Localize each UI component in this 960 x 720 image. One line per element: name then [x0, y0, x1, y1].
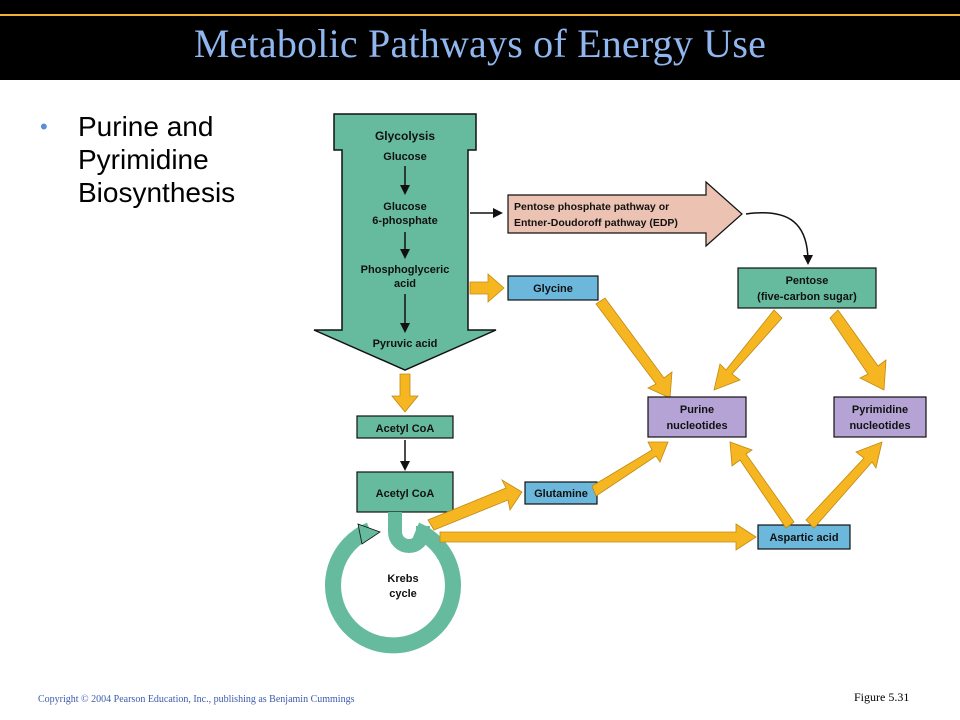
arrow-glycine-purine [595, 297, 673, 399]
copyright-text: Copyright © 2004 Pearson Education, Inc.… [38, 694, 355, 705]
step-phosphoglyceric-line1: Phosphoglyceric [361, 264, 450, 276]
arrow-to-pentose [745, 212, 813, 265]
acetyl-coa-box-1 [356, 415, 454, 439]
glycine-label: Glycine [533, 283, 573, 295]
bullet-item: Purine and Pyrimidine Biosynthesis [78, 111, 236, 208]
krebs-label-1: Krebs [387, 573, 418, 585]
pentose-label-1: Pentose [786, 275, 829, 287]
acetyl-coa-label-2: Acetyl CoA [376, 488, 435, 500]
krebs-connector [388, 512, 430, 553]
krebs-cycle-ring [325, 522, 461, 654]
glycolysis-header: Glycolysis [375, 129, 435, 143]
glycine-box [507, 275, 599, 301]
arrow-krebs-aspartic [439, 523, 757, 551]
purine-label-2: nucleotides [666, 420, 727, 432]
pyrimidine-label-1: Pyrimidine [852, 404, 908, 416]
step-glucose-6p-line1: Glucose [383, 201, 426, 213]
step-glucose: Glucose [383, 151, 426, 163]
title-accent-line [0, 14, 960, 16]
arrow-to-glycine [469, 273, 505, 303]
arrow-aspartic-pyrimidine [805, 441, 883, 529]
figure-label: Figure 5.31 [854, 690, 910, 704]
slide-title: Metabolic Pathways of Energy Use [193, 21, 767, 66]
glutamine-label: Glutamine [534, 488, 588, 500]
acetyl-coa-box-2 [356, 471, 454, 513]
purine-box [647, 396, 747, 438]
pentose-box [737, 267, 877, 309]
krebs-label-2: cycle [389, 588, 417, 600]
arrow-pyruvic-acetyl [391, 373, 419, 413]
pentose-pathway-arrow [507, 180, 743, 248]
krebs-arrowhead [357, 523, 381, 545]
arrow-aspartic-purine [729, 441, 795, 529]
step-pyruvic-acid: Pyruvic acid [373, 338, 438, 350]
arrow-pentose-purine [713, 309, 783, 391]
purine-label-1: Purine [680, 404, 714, 416]
metabolic-diagram: Glycolysis Glucose Glucose 6-phosphate P… [313, 113, 927, 654]
bullet-dot-icon: • [40, 114, 48, 139]
aspartic-box [757, 524, 851, 550]
pentose-pathway-line1: Pentose phosphate pathway or [514, 201, 669, 213]
aspartic-label: Aspartic acid [769, 532, 838, 544]
step-glucose-6p-line2: 6-phosphate [372, 215, 437, 227]
pentose-pathway-line2: Entner-Doudoroff pathway (EDP) [514, 217, 678, 229]
acetyl-coa-label-1: Acetyl CoA [376, 423, 435, 435]
arrow-krebs-glutamine [427, 478, 523, 531]
pyrimidine-label-2: nucleotides [849, 420, 910, 432]
arrow-pentose-pyrimidine [829, 309, 887, 391]
arrow-glutamine-purine [591, 441, 669, 497]
pyrimidine-box [833, 396, 927, 438]
pentose-label-2: (five-carbon sugar) [757, 291, 857, 303]
step-phosphoglyceric-line2: acid [394, 278, 416, 290]
title-bar: Metabolic Pathways of Energy Use [0, 0, 960, 80]
